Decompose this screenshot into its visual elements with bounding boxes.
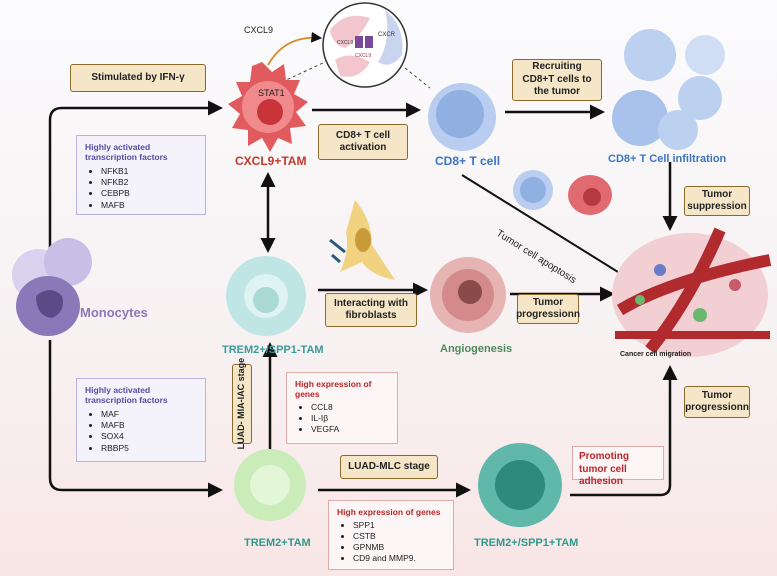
stimulated-box: Stimulated by IFN-γ (70, 64, 206, 92)
tf-bottom-item: SOX4 (101, 431, 197, 442)
tf-box-bottom: Highly activated transcription factors M… (76, 378, 206, 462)
genes-box-bottom: High expression of genes SPP1 CSTB GPNMB… (328, 500, 454, 570)
cxcl9-inset-label: CXCL9 (244, 25, 274, 35)
tf-top-item: CEBPB (101, 188, 197, 199)
interacting-box: Interacting with fibroblasts (325, 293, 417, 327)
apoptosis-figure (513, 170, 612, 215)
trem2-spp1neg-label: TREM2+/SPP1-TAM (222, 344, 324, 356)
tf-bottom-list: MAF MAFB SOX4 RBBP5 (85, 409, 197, 453)
tf-top-item: NFKB1 (101, 166, 197, 177)
genes-bottom-list: SPP1 CSTB GPNMB CD9 and MMP9. (337, 520, 445, 564)
tumor-illustration (612, 227, 772, 357)
cxcl9-tam-cell (228, 62, 308, 152)
cancer-cell-migration-label: Cancer cell migration (620, 351, 692, 358)
tumor-progression-box-1: Tumor progressionn (516, 294, 580, 324)
genes-top-item: IL-Iβ (311, 413, 389, 424)
genes-top-list: CCL8 IL-Iβ VEGFA (295, 402, 389, 435)
tf-bottom-item: MAF (101, 409, 197, 420)
trem2-spp1pos-label: TREM2+/SPP1+TAM (474, 537, 579, 549)
tf-bottom-item: RBBP5 (101, 443, 197, 454)
angiogenesis-label: Angiogenesis (440, 343, 513, 355)
stat1-label: STAT1 (258, 88, 285, 98)
trem2-spp1pos-cell (478, 443, 562, 527)
tumor-suppression-box: Tumor suppression (684, 186, 750, 216)
genes-bottom-item: CSTB (353, 531, 445, 542)
genes-bottom-title: High expression of genes (337, 507, 441, 517)
genes-top-item: CCL8 (311, 402, 389, 413)
arrow-spp1pos-to-tumor (570, 365, 678, 497)
inset-ligand-2: CXCL9 (355, 53, 372, 59)
inset-dash-left (281, 61, 326, 83)
tf-bottom-item: MAFB (101, 420, 197, 431)
trem2-tam-cell (234, 449, 306, 521)
monocytes-label: Monocytes (80, 305, 148, 320)
genes-bottom-item: GPNMB (353, 542, 445, 553)
tf-top-item: NFKB2 (101, 177, 197, 188)
cd8-infiltration-label: CD8+ T Cell infiltration (608, 153, 727, 165)
arrow-monocyte-to-cxcl9 (48, 100, 223, 250)
fibroblast-cell (329, 200, 395, 280)
cxcr-label: CXCR (378, 32, 396, 38)
tumor-progression-box-2: Tumor progressionn (684, 386, 750, 418)
cd8-infiltration-cluster (612, 29, 725, 150)
luad-mia-iac-box: LUAD- MIA-IAC stage (232, 358, 252, 450)
cxcl9-tam-label: CXCL9+TAM (235, 154, 307, 168)
cxcl9-secretion-arrow (267, 31, 323, 66)
tf-box-top: Highly activated transcription factors N… (76, 135, 206, 215)
inset-ligand-1: CXCL9 (337, 40, 354, 46)
genes-bottom-item: SPP1 (353, 520, 445, 531)
promoting-box: Promoting tumor cell adhesion (572, 446, 664, 487)
monocyte-cells (12, 238, 92, 336)
luad-mlc-box: LUAD-MLC stage (340, 455, 438, 479)
cxcl9-inset (322, 2, 408, 88)
tf-top-title: Highly activated transcription factors (85, 142, 168, 163)
tf-bottom-title: Highly activated transcription factors (85, 385, 168, 406)
recruiting-box: Recruiting CD8+T cells to the tumor (512, 59, 602, 101)
luad-mia-iac-text: LUAD- MIA-IAC stage (236, 358, 247, 450)
cd8-activation-box: CD8+ T cell activation (318, 124, 408, 160)
inset-dash-right (404, 67, 431, 89)
tf-top-item: MAFB (101, 200, 197, 211)
cd8-t-cell (428, 83, 496, 151)
genes-top-title: High expression of genes (295, 379, 372, 399)
cd8-t-cell-label: CD8+ T cell (435, 154, 501, 168)
trem2-tam-label: TREM2+TAM (244, 537, 311, 549)
trem2-spp1neg-cell (226, 256, 306, 336)
genes-box-top: High expression of genes CCL8 IL-Iβ VEGF… (286, 372, 398, 444)
tf-top-list: NFKB1 NFKB2 CEBPB MAFB (85, 166, 197, 210)
genes-bottom-item: CD9 and MMP9. (353, 553, 445, 564)
arrow-monocyte-to-trem2 (48, 340, 223, 498)
genes-top-item: VEGFA (311, 424, 389, 435)
angiogenesis-cell (430, 257, 506, 333)
